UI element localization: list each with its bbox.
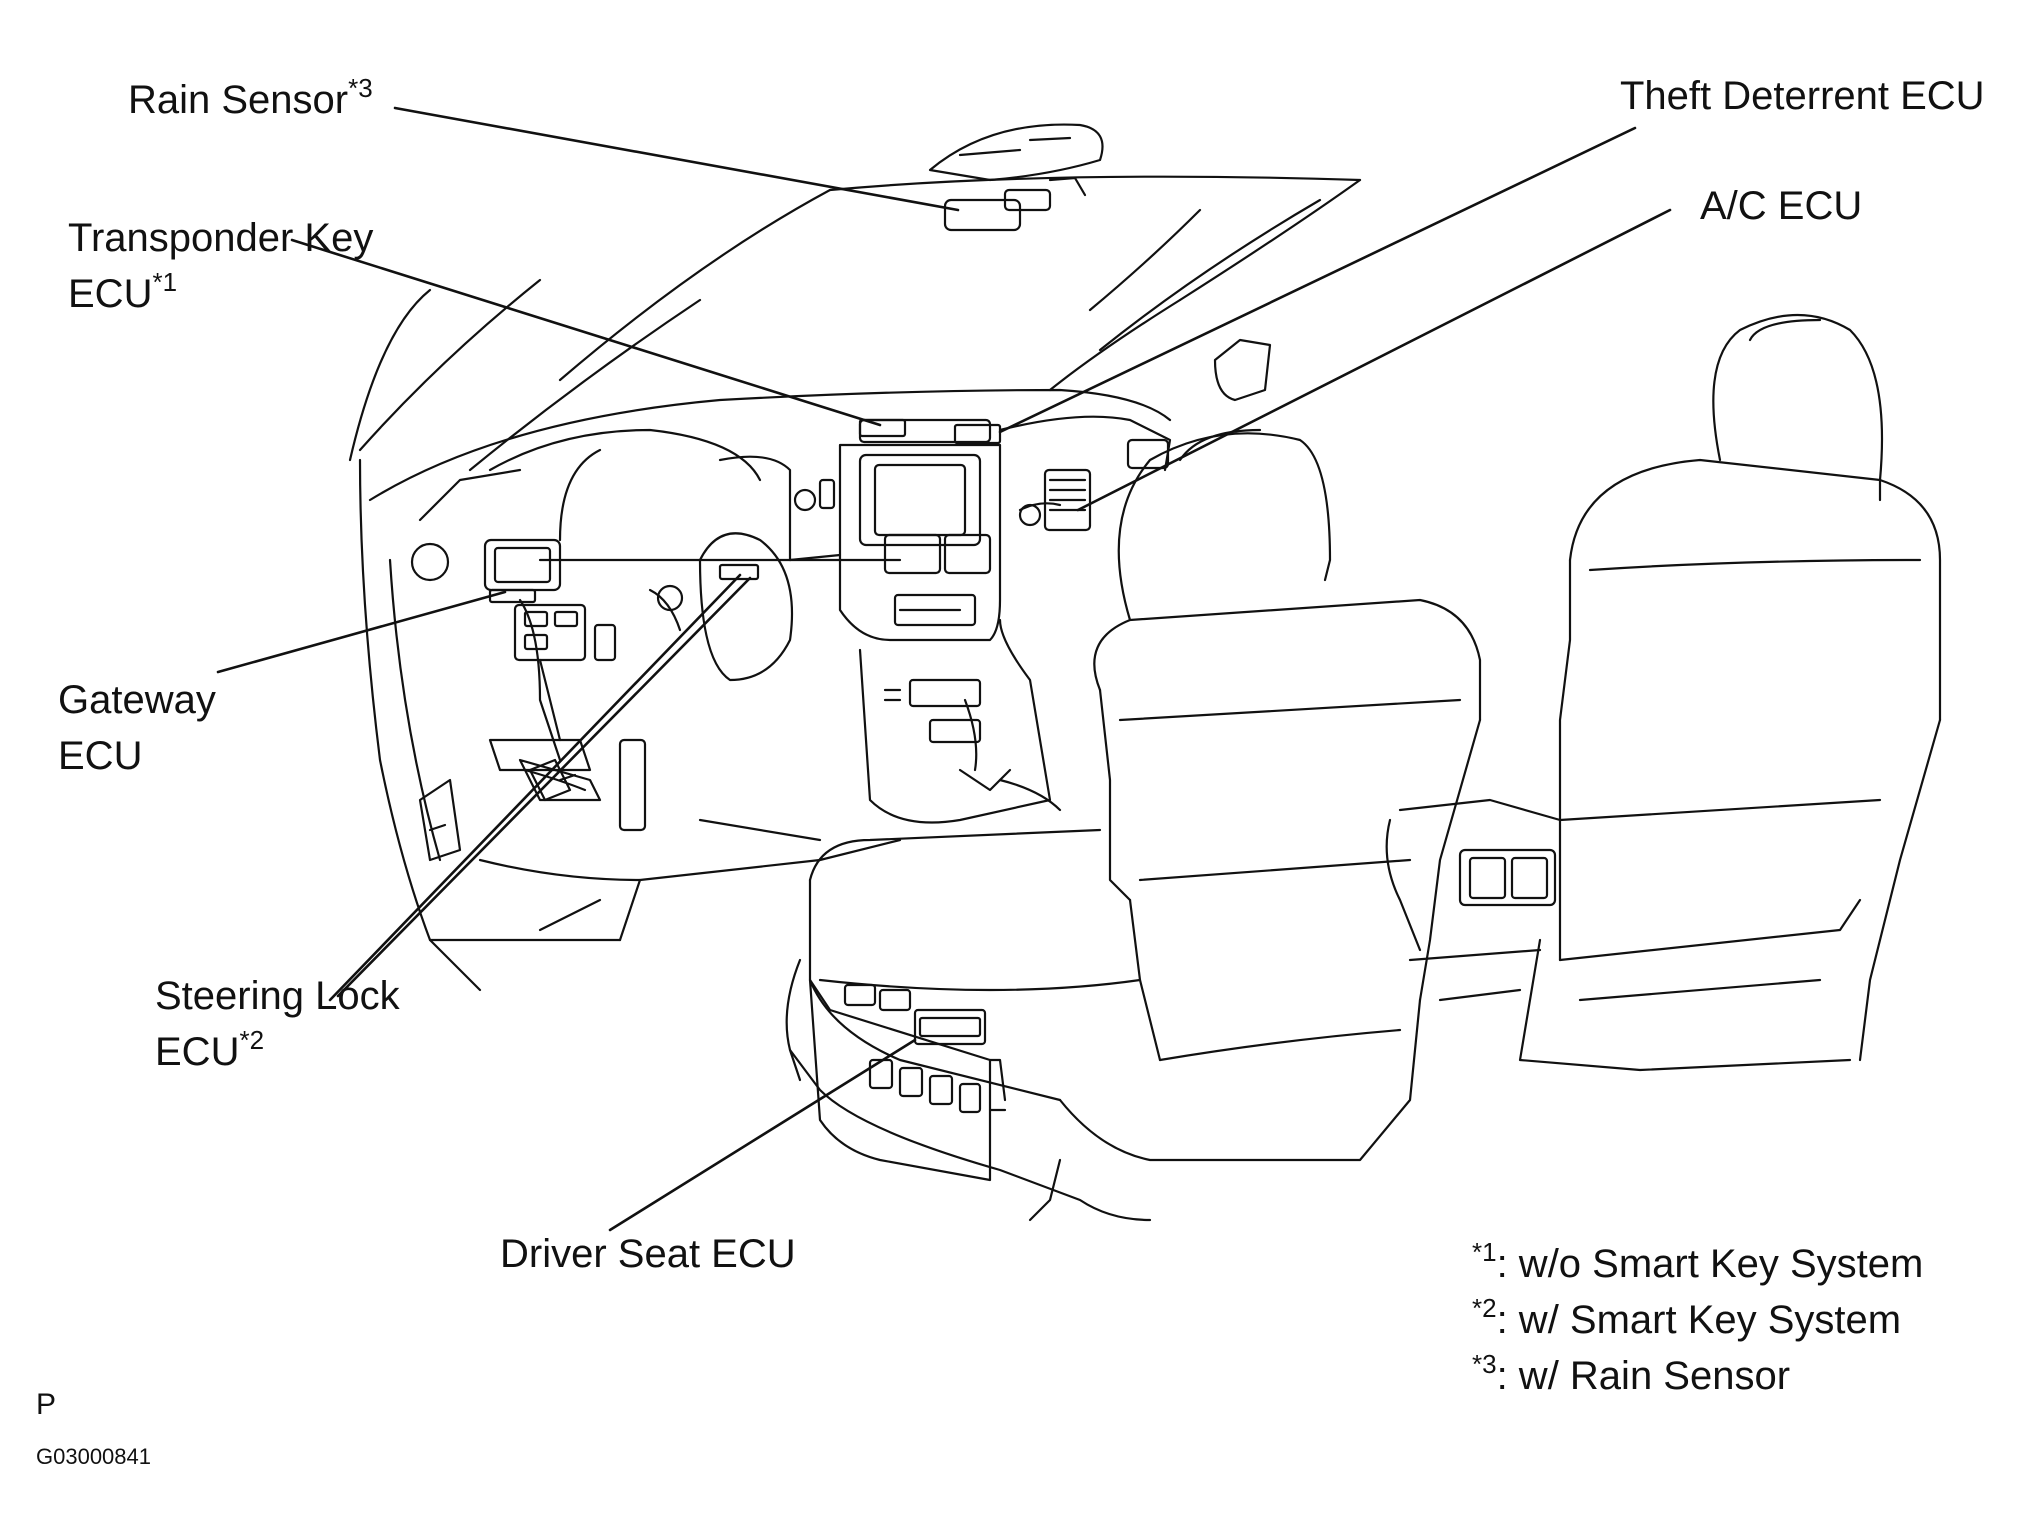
theft-deterrent-ecu-box (858, 418, 1002, 445)
leader-steering-lock-ecu-b (336, 576, 752, 998)
ac-ecu-box (1043, 468, 1092, 532)
transponder-key-footnote-mark: *1 (152, 267, 178, 297)
leader-driver-seat-ecu (608, 1038, 917, 1232)
center-stack (793, 418, 1052, 824)
transponder-key-ecu-label: Transponder Key ECU*1 (68, 210, 373, 322)
steering-lock-ecu-line2: ECU (155, 1030, 240, 1074)
theft-deterrent-ecu-label: Theft Deterrent ECU (1620, 68, 1985, 124)
legend-item: *3: w/ Rain Sensor (1472, 1348, 1790, 1404)
lower-dash-pedals (418, 603, 647, 862)
leader-steering-lock-ecu-a (328, 573, 742, 1002)
legend-mark: *3 (1472, 1349, 1497, 1379)
driver-seat-ecu-label: Driver Seat ECU (500, 1226, 796, 1282)
theft-deterrent-ecu-text: Theft Deterrent ECU (1620, 74, 1985, 118)
floor-outline (358, 458, 1062, 992)
steering-lock-ecu-line1: Steering Lock (155, 974, 400, 1018)
legend-mark: *1 (1472, 1237, 1497, 1267)
passenger-dash (998, 338, 1272, 527)
rain-sensor-label: Rain Sensor*3 (128, 72, 373, 128)
leader-theft-deterrent-ecu (998, 126, 1637, 434)
steering-lock-footnote-mark: *2 (239, 1025, 265, 1055)
rain-sensor-module (928, 123, 1104, 232)
driver-seat (785, 428, 1482, 1222)
transponder-key-ecu-line1: Transponder Key (68, 216, 374, 260)
figure-code: G03000841 (36, 1444, 151, 1469)
rear-seat (1385, 314, 1942, 1072)
legend-mark: *2 (1472, 1293, 1497, 1323)
steering-wheel (518, 532, 842, 762)
leader-rain-sensor (393, 106, 960, 212)
transponder-key-ecu-line2: ECU (68, 272, 153, 316)
legend-text: : w/ Rain Sensor (1496, 1354, 1791, 1398)
legend-item: *1: w/o Smart Key System (1472, 1236, 1923, 1292)
gateway-ecu-line1: Gateway (58, 678, 216, 722)
dashboard (368, 388, 1172, 604)
ac-ecu-label: A/C ECU (1700, 178, 1862, 234)
leader-lines (216, 106, 1672, 1232)
steering-lock-ecu-label: Steering Lock ECU*2 (155, 968, 400, 1080)
gateway-ecu-line2: ECU (58, 734, 143, 778)
footer-letter: P (36, 1388, 57, 1421)
rain-sensor-text: Rain Sensor (128, 78, 349, 122)
legend-text: : w/o Smart Key System (1496, 1242, 1924, 1286)
driver-seat-ecu-panel (808, 978, 1007, 1182)
leader-transponder-key-ecu (290, 238, 882, 427)
ac-ecu-text: A/C ECU (1700, 184, 1863, 228)
driver-seat-ecu-text: Driver Seat ECU (500, 1232, 796, 1276)
roof-outline (348, 175, 1362, 472)
legend-item: *2: w/ Smart Key System (1472, 1292, 1901, 1348)
legend-text: : w/ Smart Key System (1496, 1298, 1902, 1342)
rain-sensor-footnote-mark: *3 (348, 73, 373, 103)
leader-gateway-ecu (216, 590, 507, 674)
gateway-ecu-label: Gateway ECU (58, 672, 216, 784)
leader-ac-ecu (1076, 208, 1672, 512)
